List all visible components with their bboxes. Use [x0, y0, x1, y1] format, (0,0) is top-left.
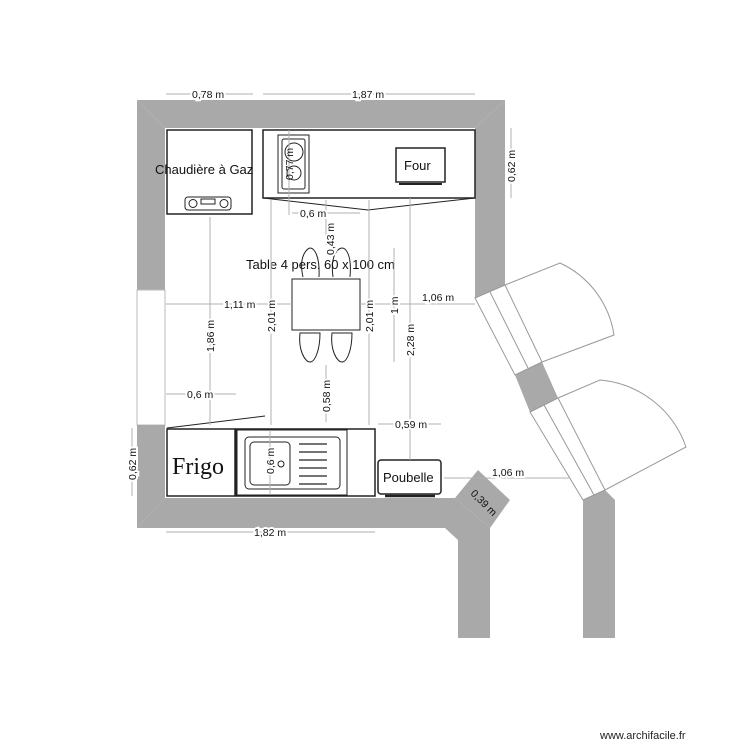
wall-door-pier: [515, 362, 558, 412]
dim-left-counter: 0,62 m: [127, 448, 139, 480]
boiler-controls-icon: [184, 196, 232, 211]
door-swing-lower: [557, 379, 687, 491]
dim-right-counter: 0,62 m: [506, 150, 518, 182]
wall-bottom-corner: [455, 470, 510, 528]
wall-top: [137, 100, 505, 128]
boiler: [166, 129, 253, 215]
oven: [395, 147, 446, 183]
chair: [301, 247, 320, 278]
dim-table-length: 1 m: [389, 296, 401, 314]
dimension-labels: 0,78 m 1,87 m 0,62 m 0,77 m 0,6 m 0,43 m…: [125, 87, 526, 541]
wall-right-upper: [475, 100, 505, 298]
sink: [244, 436, 341, 490]
dim-table-top: 0,43 m: [325, 223, 337, 255]
chair: [299, 332, 321, 363]
door-swing-upper: [504, 262, 615, 363]
doors: [474, 262, 687, 501]
watermark: www.archifacile.fr: [599, 730, 686, 742]
table: [291, 278, 361, 331]
dim-vertical-right: 2,01 m: [364, 300, 376, 332]
dim-bottom-counter: 1,82 m: [254, 527, 286, 539]
boiler-label: Chaudière à Gaz: [155, 162, 253, 177]
dim-table-right: 1,06 m: [422, 292, 454, 304]
dim-fridge-width: 0,6 m: [187, 389, 214, 401]
dim-vertical-left: 2,01 m: [266, 300, 278, 332]
counter-top-edge: [262, 197, 476, 211]
sink-counter: [235, 428, 376, 497]
dim-table-bottom: 0,58 m: [321, 380, 333, 412]
chair: [331, 332, 353, 363]
fridge: [166, 428, 236, 497]
dim-table-gap: 0,6 m: [300, 208, 327, 220]
walls: [136, 100, 615, 638]
dim-left-table: 1,11 m: [224, 299, 256, 311]
bin-label: Poubelle: [383, 470, 434, 485]
chair: [331, 247, 351, 278]
wall-right-lower: [583, 490, 615, 638]
counter-bottom-edge: [166, 415, 266, 429]
dim-sink: 0,6 m: [265, 447, 277, 474]
dim-door: 1,06 m: [492, 467, 524, 479]
fridge-label: Frigo: [172, 454, 224, 480]
door-frame-lower: [529, 397, 606, 501]
dim-bin-width: 0,59 m: [395, 419, 427, 431]
wall-left-lower: [137, 425, 165, 528]
dim-boiler-floor: 1,86 m: [205, 320, 217, 352]
dim-top-right: 1,87 m: [352, 89, 384, 101]
dim-hob: 0,77 m: [284, 148, 296, 180]
table-label: Table 4 pers. 60 x 100 cm: [246, 257, 395, 272]
wall-left-upper: [137, 100, 165, 290]
hob: [277, 134, 310, 194]
dim-oven-bin: 2,28 m: [405, 324, 417, 356]
wall-bottom: [137, 498, 490, 638]
wall-opening-left: [136, 289, 166, 426]
dim-top-left: 0,78 m: [192, 89, 224, 101]
furniture: Chaudière à Gaz Four Table 4 pers. 60 x …: [155, 129, 476, 498]
oven-label: Four: [404, 158, 431, 173]
dimension-lines: [131, 93, 570, 533]
